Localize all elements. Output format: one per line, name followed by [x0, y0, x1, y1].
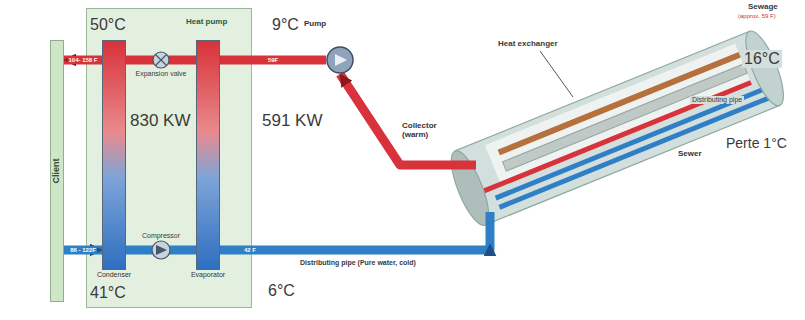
compressor-body: [152, 241, 170, 259]
sewer-shell: [455, 31, 780, 225]
heat-pump-box: Heat pumpCondenserEvaporator: [86, 8, 252, 308]
temperature-label: 9°C: [272, 16, 299, 34]
compressor-mark: [156, 245, 167, 255]
evaporator-bar: Evaporator: [196, 40, 220, 270]
sewer-illustration: [430, 8, 800, 244]
pipe-name: Distributing pipe (Pure water, cold): [300, 259, 416, 267]
loss-label: Perte 1°C: [726, 136, 787, 151]
note-label: (approx. 59 F): [738, 13, 776, 20]
pump-symbol: Pump: [326, 46, 354, 74]
temperature-label: 6°C: [268, 282, 295, 300]
pipe-name: Distributing pipe: [690, 96, 744, 104]
client-label: Client: [52, 158, 62, 183]
pipe-label: 104- 158 F: [67, 56, 98, 64]
pipe-label: 86 - 122F: [69, 246, 97, 254]
pump-outline: [326, 46, 354, 74]
part-label: Pump: [304, 20, 326, 29]
pipe-label: 42 F: [243, 246, 257, 254]
part-label: Expansion valve: [136, 70, 187, 78]
pipe-label: Collector (warm): [402, 122, 446, 140]
collector-pipe: [473, 83, 751, 196]
leader-line: [540, 51, 573, 97]
compressor-symbol: [152, 241, 170, 259]
pipe-connector: [64, 246, 102, 255]
sewer-end-cap: [738, 27, 790, 110]
valve-body: [153, 52, 169, 68]
box-heading: Heat pump: [186, 18, 227, 27]
collector-inlet: [430, 161, 476, 170]
temperature-label: 50°C: [90, 16, 126, 34]
part-label: Sewage: [748, 3, 778, 12]
pump-mark: [335, 54, 347, 66]
pipe-connector: [220, 244, 490, 250]
temperature-label: 16°C: [742, 50, 782, 68]
valve-cross: [156, 55, 167, 66]
distributing-pipe: [499, 95, 775, 207]
power-label: 591 KW: [262, 112, 322, 131]
pipe-connector: [64, 56, 102, 65]
heat-pump-housing: [87, 9, 252, 308]
distributing-inlet: [486, 212, 495, 244]
condenser-bar: Condenser: [102, 40, 126, 270]
part-label: Sewer: [678, 150, 702, 159]
part-label: Evaporator: [191, 271, 225, 279]
expansion-valve-symbol: [153, 52, 169, 68]
pipe-label: 59F: [267, 56, 279, 64]
pipe-connector: [340, 74, 430, 165]
power-label: 830 KW: [130, 112, 190, 131]
part-label: Compressor: [142, 232, 180, 240]
pump-body: [327, 47, 353, 73]
pipe-connector: [220, 56, 326, 65]
part-label: Condenser: [97, 271, 131, 279]
temperature-label: 41°C: [90, 284, 126, 302]
sewer-pipe: Sewer: [430, 8, 800, 244]
client-bar: Client: [50, 40, 64, 302]
part-label: Heat exchanger: [498, 40, 558, 49]
